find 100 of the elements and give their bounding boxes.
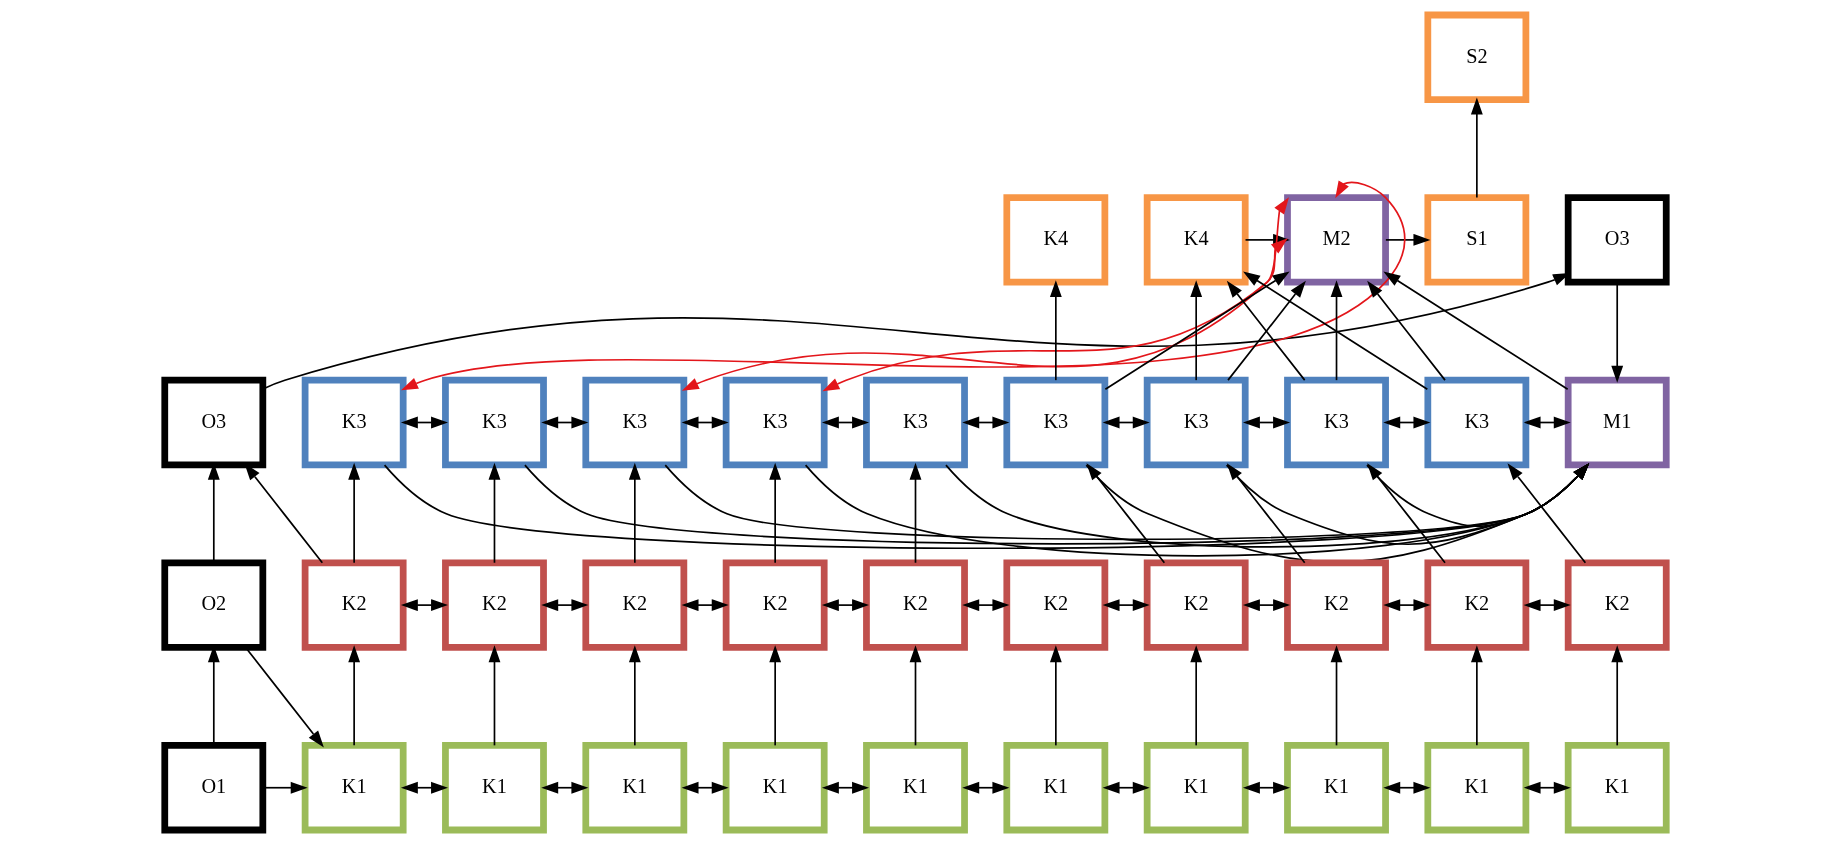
node-box: O3: [1564, 194, 1670, 286]
node-box: K2: [1284, 559, 1389, 651]
node-box: K3: [442, 376, 547, 469]
arrow: [681, 781, 729, 794]
node-box: K1: [1143, 742, 1249, 834]
arrow: [822, 238, 1288, 392]
node-box: K1: [301, 742, 407, 834]
arrow: [1507, 463, 1587, 564]
node-box: K2: [722, 559, 828, 651]
arrow: [1383, 271, 1569, 390]
arrow: [769, 462, 782, 564]
arrow: [1190, 645, 1203, 747]
arrow: [681, 599, 729, 612]
arrow: [400, 416, 448, 429]
arrow: [1086, 463, 1166, 564]
node-box: S2: [1424, 11, 1530, 103]
arrow: [1523, 416, 1571, 429]
node-box: S1: [1424, 194, 1530, 286]
arrow: [1330, 280, 1343, 381]
arrow: [1523, 599, 1571, 612]
node-box: K3: [1424, 376, 1530, 469]
node-box: K1: [1564, 742, 1670, 834]
node-box: K3: [301, 376, 407, 469]
node-box: K2: [1143, 559, 1249, 651]
arrow: [383, 463, 1590, 550]
arrow: [1383, 781, 1431, 794]
arrow: [1243, 271, 1429, 390]
arrow: [1190, 280, 1203, 381]
arrow: [1104, 271, 1290, 390]
arrow: [488, 645, 501, 747]
arrow: [1366, 463, 1590, 528]
node-box: K2: [1003, 559, 1109, 651]
arrow: [628, 462, 641, 564]
node-box: K1: [442, 742, 547, 834]
arrow: [962, 599, 1010, 612]
node-box: K2: [1564, 559, 1670, 651]
arrow: [1242, 599, 1291, 612]
node-box: K1: [1003, 742, 1109, 834]
node-box: K2: [582, 559, 688, 651]
arrow: [945, 463, 1590, 548]
arrow: [541, 599, 589, 612]
arrow: [804, 463, 1590, 557]
arrow: [1049, 645, 1062, 747]
arrow: [1225, 463, 1590, 546]
node-box: K4: [1003, 194, 1109, 286]
arrow: [1102, 781, 1150, 794]
node-box: M2: [1284, 194, 1389, 286]
arrow: [541, 416, 589, 429]
node-box: K1: [582, 742, 688, 834]
arrow: [821, 781, 869, 794]
arrow: [524, 463, 1590, 545]
arrow: [1367, 280, 1446, 381]
arrow: [348, 645, 361, 747]
arrow: [1367, 463, 1446, 564]
arrow: [909, 645, 922, 747]
node-box: K2: [442, 559, 547, 651]
arrow: [1385, 233, 1431, 246]
arrow: [664, 463, 1590, 541]
node-box: M1: [1564, 376, 1670, 469]
node-box: K3: [722, 376, 828, 469]
arrow: [1470, 645, 1483, 747]
arrow: [821, 599, 869, 612]
arrow: [962, 416, 1010, 429]
arrow: [1330, 645, 1343, 747]
node-box: K4: [1143, 194, 1249, 286]
node-box: K2: [301, 559, 407, 651]
node-box: K1: [1424, 742, 1530, 834]
node-box: O1: [161, 742, 267, 834]
arrow: [769, 645, 782, 747]
arrow: [1242, 416, 1291, 429]
node-box: K1: [722, 742, 828, 834]
node-box: K3: [1284, 376, 1389, 469]
arrow: [1242, 781, 1291, 794]
arrow: [1102, 599, 1150, 612]
node-box: K3: [1003, 376, 1109, 469]
arrow: [400, 599, 448, 612]
node-box: O3: [161, 376, 267, 469]
node-box: O2: [161, 559, 267, 651]
arrow: [1226, 463, 1306, 564]
arrow: [1523, 781, 1571, 794]
node-box: K3: [863, 376, 968, 469]
arrow: [401, 180, 1406, 391]
arrow: [1102, 416, 1150, 429]
arrow: [245, 647, 324, 748]
arrow: [821, 416, 869, 429]
arrow: [1611, 645, 1624, 747]
arrow: [681, 416, 729, 429]
node-box: K2: [1424, 559, 1530, 651]
arrow: [541, 781, 589, 794]
node-box: K3: [582, 376, 688, 469]
arrow: [1049, 280, 1062, 381]
node-box: K3: [1143, 376, 1249, 469]
arrow: [909, 462, 922, 564]
arrow: [1383, 599, 1431, 612]
arrow: [348, 462, 361, 564]
arrow: [400, 781, 448, 794]
arrow: [1470, 97, 1483, 199]
node-box: K2: [863, 559, 968, 651]
node-box: K1: [1284, 742, 1389, 834]
arrow: [488, 462, 501, 564]
